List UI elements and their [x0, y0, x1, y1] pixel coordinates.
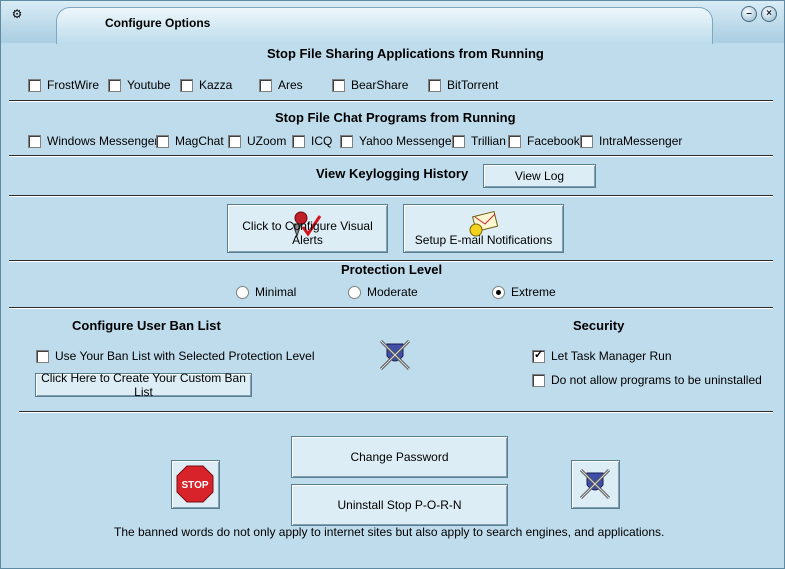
checkbox-uzoom[interactable]: UZoom: [228, 134, 286, 148]
radio-dot-selected[interactable]: [492, 285, 505, 299]
checkbox-task-manager[interactable]: Let Task Manager Run: [532, 348, 672, 363]
app-icon: ⚙: [11, 7, 23, 21]
radio-dot[interactable]: [348, 285, 361, 299]
crossed-swords-shield-icon: [379, 339, 411, 371]
checkbox-kazza[interactable]: Kazza: [180, 78, 232, 92]
radio-moderate[interactable]: Moderate: [348, 285, 418, 299]
checkbox-icq[interactable]: ICQ: [292, 134, 332, 148]
title-bar[interactable]: ⚙ Configure Options – ×: [1, 1, 784, 44]
file-sharing-heading: Stop File Sharing Applications from Runn…: [267, 46, 544, 61]
divider: [19, 411, 773, 413]
checkbox-box[interactable]: [36, 349, 49, 363]
checkbox-use-ban-list[interactable]: Use Your Ban List with Selected Protecti…: [36, 349, 315, 363]
checkbox-box[interactable]: [259, 78, 272, 92]
checkbox-box[interactable]: [428, 78, 441, 92]
footer-note: The banned words do not only apply to in…: [114, 525, 665, 539]
divider: [9, 260, 773, 262]
create-ban-list-button[interactable]: Click Here to Create Your Custom Ban Lis…: [35, 371, 252, 399]
checkbox-trillian[interactable]: Trillian: [452, 134, 506, 148]
minimize-icon[interactable]: –: [741, 6, 757, 22]
radio-dot[interactable]: [236, 285, 249, 299]
checkbox-magchat[interactable]: MagChat: [156, 134, 224, 148]
checkbox-box[interactable]: [340, 134, 353, 148]
checkbox-box-checked[interactable]: [532, 348, 545, 363]
shield-button[interactable]: [571, 460, 620, 509]
checkbox-yahoo-messenger[interactable]: Yahoo Messenger: [340, 134, 456, 148]
checkbox-box[interactable]: [28, 134, 41, 148]
radio-minimal[interactable]: Minimal: [236, 285, 296, 299]
ban-list-heading: Configure User Ban List: [72, 318, 221, 333]
checkbox-box[interactable]: [108, 78, 121, 92]
keylog-heading: View Keylogging History: [316, 166, 469, 181]
change-password-button[interactable]: Change Password: [291, 436, 508, 478]
checkbox-box[interactable]: [228, 134, 241, 148]
setup-email-notifications-button[interactable]: Setup E-mail Notifications: [403, 204, 564, 253]
checkbox-box[interactable]: [452, 134, 465, 148]
chat-heading: Stop File Chat Programs from Running: [275, 110, 516, 125]
checkbox-prevent-uninstall[interactable]: Do not allow programs to be uninstalled: [532, 373, 762, 387]
checkbox-ares[interactable]: Ares: [259, 78, 303, 92]
window-title: Configure Options: [105, 16, 211, 30]
checkbox-facebook[interactable]: Facebook: [508, 134, 580, 148]
protection-heading: Protection Level: [341, 262, 443, 277]
checkbox-bittorrent[interactable]: BitTorrent: [428, 78, 498, 92]
checkbox-youtube[interactable]: Youtube: [108, 78, 171, 92]
checkbox-frostwire[interactable]: FrostWire: [28, 78, 99, 92]
title-tab: [56, 7, 713, 44]
checkbox-box[interactable]: [580, 134, 593, 148]
configure-visual-alerts-button[interactable]: Click to Configure Visual Alerts: [227, 204, 388, 253]
security-heading: Security: [573, 318, 625, 333]
crossed-swords-shield-icon: [579, 468, 611, 500]
checkbox-windows-messenger[interactable]: Windows Messenger: [28, 134, 158, 148]
checkbox-bearshare[interactable]: BearShare: [332, 78, 408, 92]
stop-button[interactable]: STOP: [171, 460, 220, 509]
svg-text:STOP: STOP: [181, 480, 208, 491]
uninstall-button[interactable]: Uninstall Stop P-O-R-N: [291, 484, 508, 526]
checkbox-box[interactable]: [180, 78, 193, 92]
divider: [9, 100, 773, 102]
checkbox-box[interactable]: [508, 134, 521, 148]
stop-sign-icon: STOP: [176, 465, 214, 503]
view-log-button[interactable]: View Log: [483, 164, 596, 188]
divider: [9, 155, 773, 157]
close-icon[interactable]: ×: [761, 6, 777, 22]
email-envelope-icon: [469, 210, 499, 237]
visual-alert-icon: [292, 211, 322, 238]
checkbox-box[interactable]: [156, 134, 169, 148]
checkbox-box[interactable]: [532, 373, 545, 387]
checkbox-intramessenger[interactable]: IntraMessenger: [580, 134, 682, 148]
checkbox-box[interactable]: [28, 78, 41, 92]
checkbox-box[interactable]: [292, 134, 305, 148]
divider: [9, 195, 773, 197]
checkbox-box[interactable]: [332, 78, 345, 92]
divider: [9, 307, 773, 309]
radio-extreme[interactable]: Extreme: [492, 285, 556, 299]
